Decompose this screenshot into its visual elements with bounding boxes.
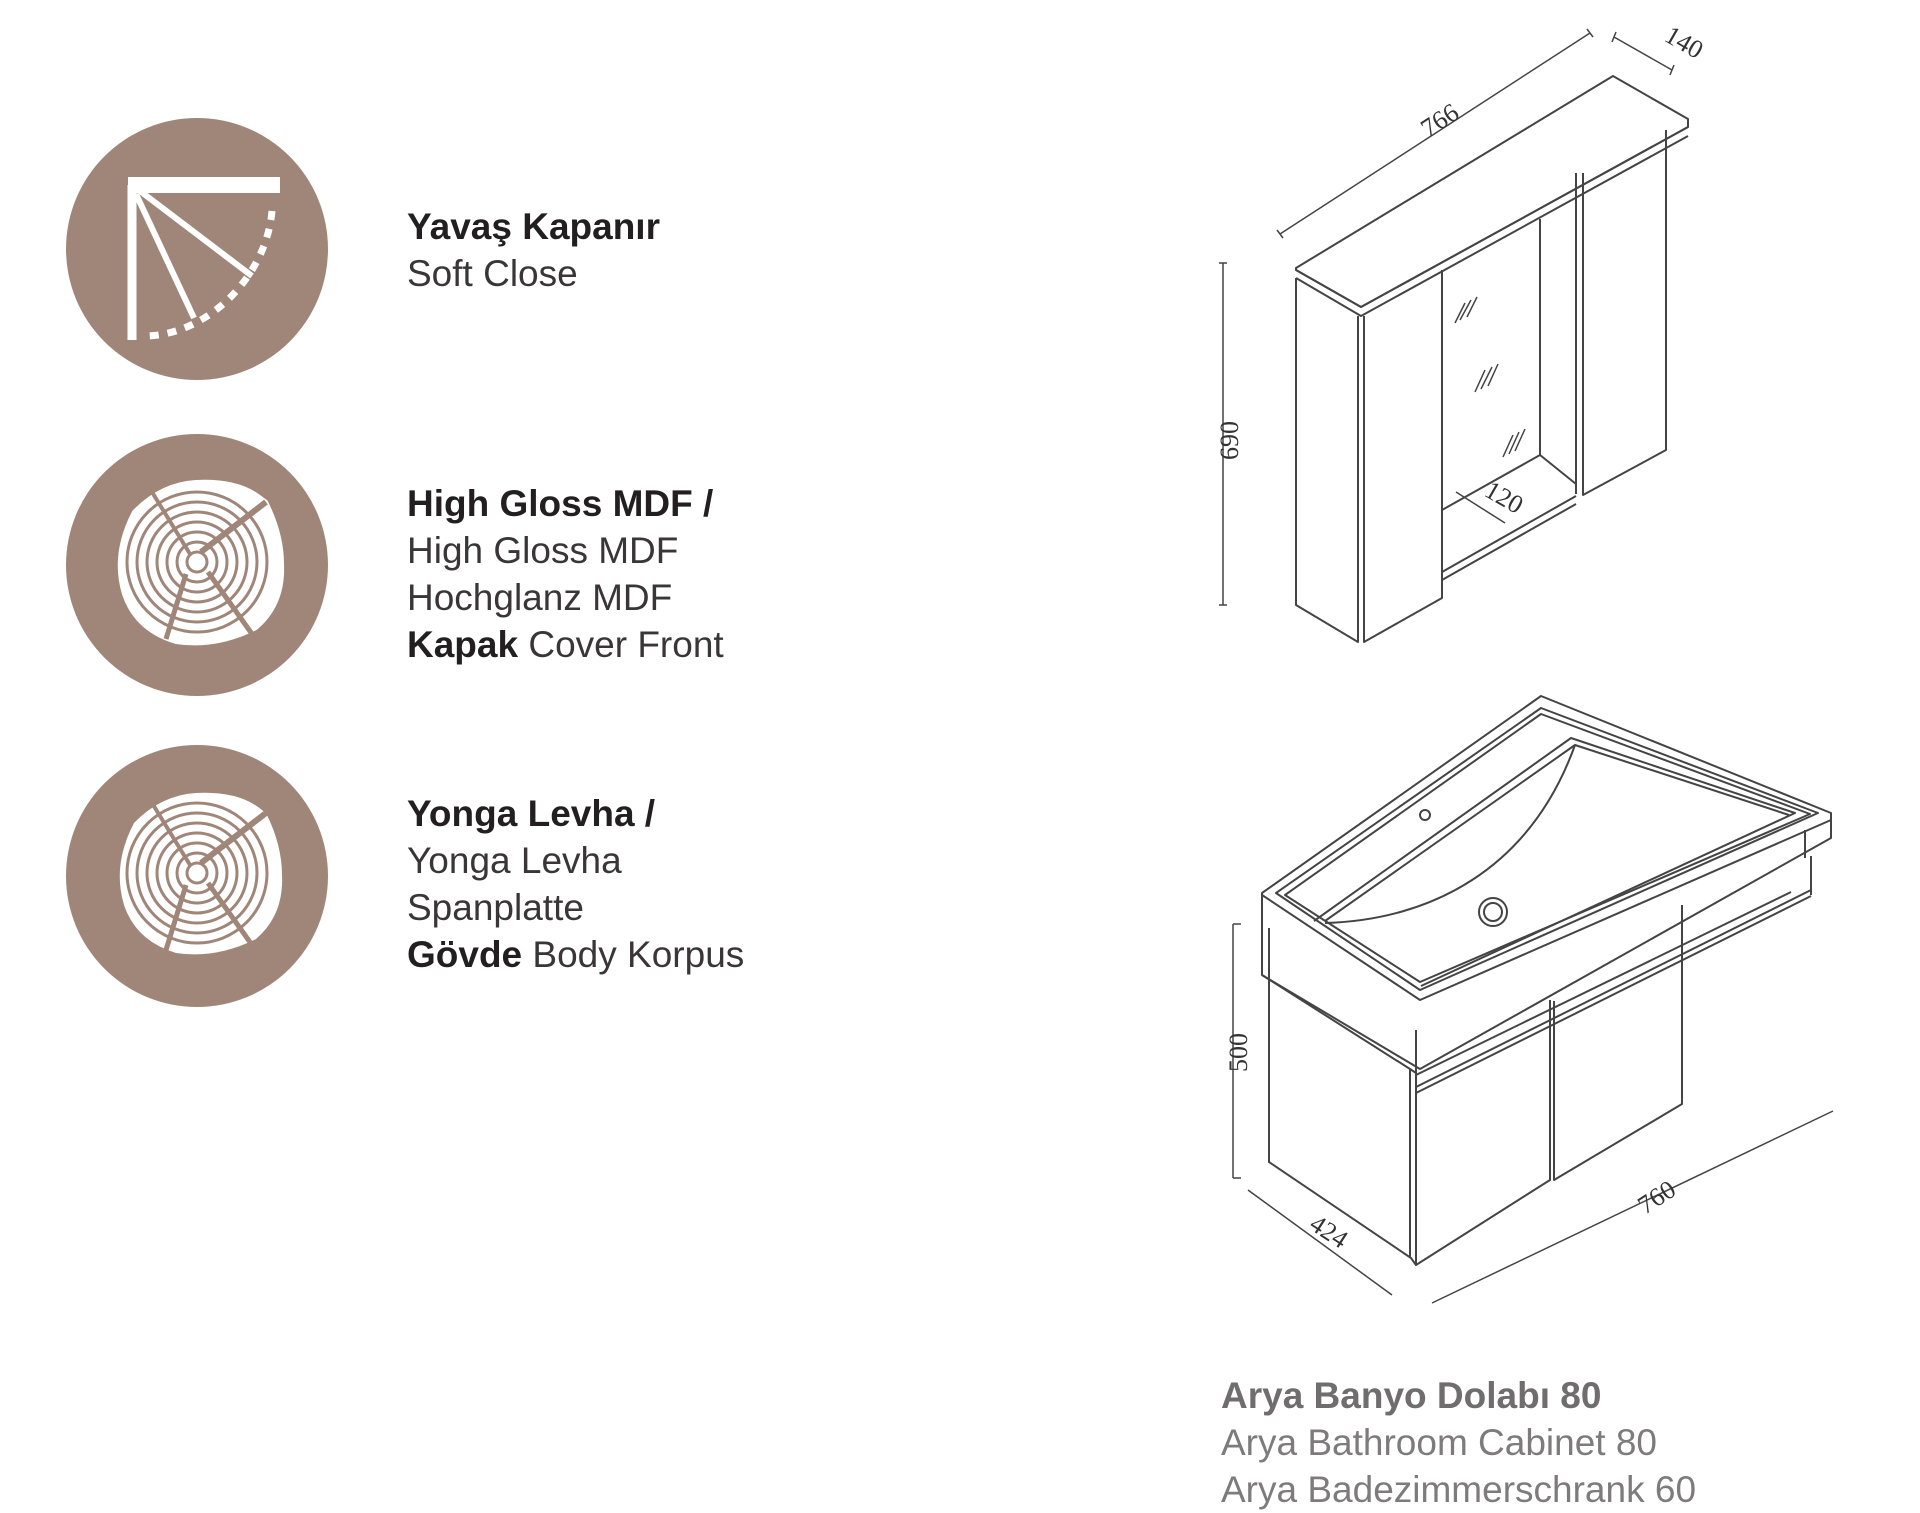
feature-line: Yonga Levha	[407, 840, 622, 881]
feature-label-rest: Body Korpus	[532, 934, 745, 975]
feature-soft-close: Yavaş Kapanır Soft Close	[407, 203, 660, 297]
wood-rings-icon	[66, 434, 328, 696]
feature-label: Kapak	[407, 624, 519, 665]
feature-title: Yonga Levha /	[407, 793, 656, 834]
dim-vanity-depth: 424	[1305, 1209, 1354, 1255]
feature-line: Soft Close	[407, 253, 578, 294]
feature-label: Gövde	[407, 934, 523, 975]
product-caption: Arya Banyo Dolabı 80 Arya Bathroom Cabin…	[1221, 1372, 1696, 1513]
feature-title: High Gloss MDF /	[407, 483, 714, 524]
dim-mirror-height: 690	[1215, 421, 1244, 460]
dim-mirror-width: 766	[1415, 97, 1464, 143]
dim-mirror-depth: 140	[1660, 20, 1708, 65]
product-name-de: Arya Badezimmerschrank 60	[1221, 1469, 1697, 1510]
dim-shelf-depth: 120	[1480, 475, 1528, 520]
dim-vanity-height: 500	[1224, 1033, 1253, 1072]
feature-line: Hochglanz MDF	[407, 577, 673, 618]
feature-line: High Gloss MDF	[407, 530, 679, 571]
product-name-en: Arya Bathroom Cabinet 80	[1221, 1422, 1658, 1463]
dim-vanity-width: 760	[1632, 1174, 1681, 1220]
feature-front-material: High Gloss MDF / High Gloss MDF Hochglan…	[407, 480, 724, 668]
product-title: Arya Banyo Dolabı 80	[1221, 1375, 1602, 1416]
feature-title: Yavaş Kapanır	[407, 206, 660, 247]
feature-body-material: Yonga Levha / Yonga Levha Spanplatte Göv…	[407, 790, 744, 978]
feature-label-rest: Cover Front	[528, 624, 724, 665]
soft-close-icon	[66, 118, 328, 380]
wood-rings-icon	[66, 745, 328, 1007]
feature-line: Spanplatte	[407, 887, 584, 928]
